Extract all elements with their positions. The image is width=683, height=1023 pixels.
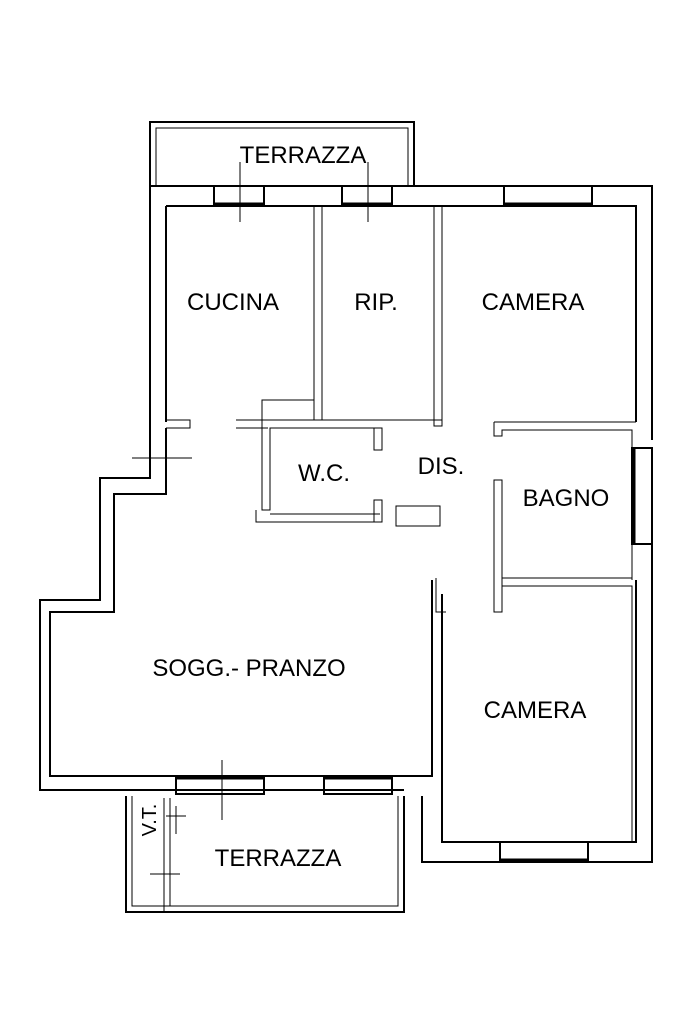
- room-label-bagno: BAGNO: [523, 485, 610, 512]
- label-vt: V.T.: [139, 804, 161, 837]
- room-label-soggiorno-pranzo: SOGG.- PRANZO: [152, 655, 345, 682]
- windows: [175, 185, 653, 863]
- room-label-terrazza-top: TERRAZZA: [240, 142, 367, 169]
- terrace-top-walls: [149, 121, 415, 187]
- room-label-ripostiglio: RIP.: [354, 289, 398, 316]
- section-markers: [132, 162, 369, 875]
- room-label-terrazza-bottom: TERRAZZA: [215, 845, 342, 872]
- outer-walls: [39, 185, 653, 863]
- room-label-camera-top: CAMERA: [482, 289, 585, 316]
- room-label-camera-bottom: CAMERA: [484, 697, 587, 724]
- room-label-wc: W.C.: [298, 460, 350, 487]
- room-label-disimpegno: DIS.: [418, 453, 465, 480]
- interior-walls: [166, 205, 636, 842]
- room-label-cucina: CUCINA: [187, 289, 279, 316]
